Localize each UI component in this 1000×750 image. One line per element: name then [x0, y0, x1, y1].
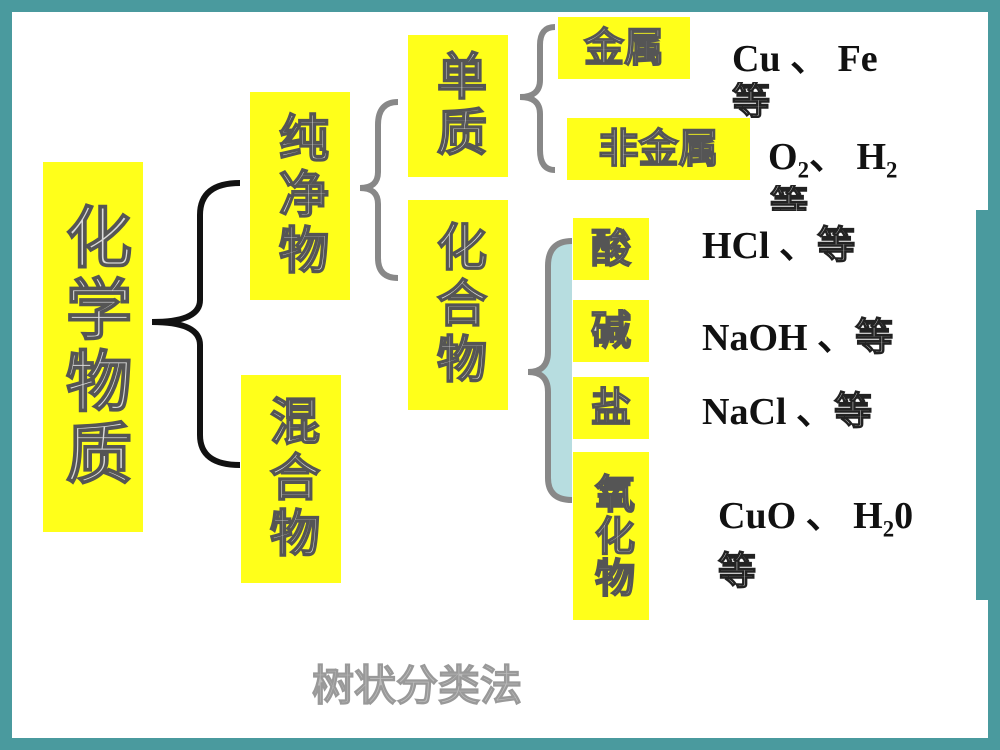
oxide-example-suffix: 等: [717, 549, 757, 593]
element-box: 单质: [408, 35, 508, 177]
mixture-label: 混合物: [261, 394, 321, 564]
frame-notch: [976, 210, 1000, 600]
oxide-example-zero: 0: [894, 495, 914, 537]
metal-example-formula: Cu 、 Fe: [732, 38, 878, 80]
compound-bracket: [528, 241, 572, 500]
oxide-label: 氧化物: [587, 472, 635, 600]
nonmetal-example-o: O: [768, 136, 798, 178]
compound-label: 化合物: [428, 220, 488, 390]
acid-example: HCl 、等: [702, 223, 856, 267]
base-box: 碱: [573, 300, 649, 362]
acid-label: 酸: [590, 226, 631, 272]
nonmetal-label: 非金属: [598, 126, 719, 172]
compound-box: 化合物: [408, 200, 508, 410]
metal-example: Cu 、 Fe: [732, 40, 878, 78]
acid-box: 酸: [573, 218, 649, 280]
nonmetal-example: O2、 H2: [768, 138, 897, 182]
nonmetal-example-h-sub: 2: [886, 157, 898, 183]
oxide-example-deng: 等: [717, 549, 757, 593]
salt-example: NaCl 、等: [702, 389, 873, 433]
metal-label: 金属: [583, 25, 664, 71]
nonmetal-box: 非金属: [567, 118, 750, 180]
salt-example-deng: 等: [833, 389, 872, 433]
oxide-example-formula: CuO 、 H: [718, 495, 883, 537]
oxide-box: 氧化物: [573, 452, 649, 620]
nonmetal-example-h: 、 H: [808, 136, 887, 178]
base-label: 碱: [590, 308, 631, 354]
base-example-deng: 等: [854, 315, 894, 359]
pure-substance-label: 纯净物: [270, 111, 330, 281]
salt-example-formula: NaCl 、: [702, 391, 834, 433]
root-box: 化学物质: [43, 162, 143, 532]
root-label: 化学物质: [54, 202, 133, 492]
salt-box: 盐: [573, 377, 649, 439]
acid-example-formula: HCl 、: [702, 225, 818, 267]
acid-example-deng: 等: [816, 223, 856, 267]
salt-label: 盐: [590, 385, 631, 431]
oxide-example-sub: 2: [882, 516, 895, 542]
base-example-formula: NaOH 、: [702, 317, 856, 359]
classification-method-title: 树状分类法: [311, 661, 523, 711]
nonmetal-example-o-sub: 2: [797, 157, 809, 183]
element-label: 单质: [428, 49, 488, 163]
nonmetal-example-suffix: 等: [770, 185, 808, 211]
element-bracket: [519, 24, 556, 173]
metal-example-suffix: 等: [732, 82, 770, 118]
base-example: NaOH 、等: [702, 315, 894, 359]
nonmetal-example-deng: 等: [770, 185, 809, 211]
pure-substance-box: 纯净物: [250, 92, 350, 300]
metal-box: 金属: [558, 17, 690, 79]
metal-example-deng: 等: [732, 82, 771, 118]
oxide-example: CuO 、 H20: [718, 497, 913, 541]
mixture-box: 混合物: [241, 375, 341, 583]
pure-bracket: [359, 99, 399, 281]
root-bracket: [151, 180, 241, 468]
